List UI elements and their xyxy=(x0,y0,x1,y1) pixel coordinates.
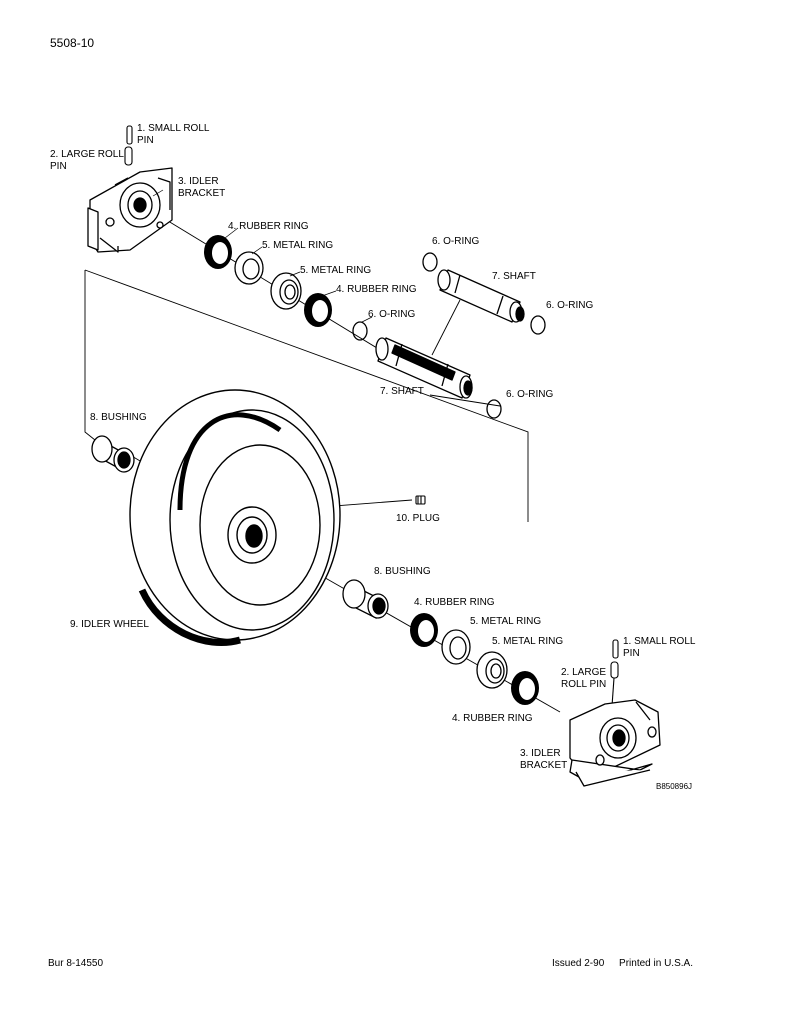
label-metal-ring-4: 5. METAL RING xyxy=(492,636,563,647)
label-idler-bracket-top: 3. IDLER BRACKET xyxy=(178,176,225,199)
large-roll-pin-top xyxy=(124,146,133,166)
label-o-ring-main: 6. O-RING xyxy=(506,389,553,400)
shaft-main xyxy=(375,337,473,399)
figure-reference: B850896J xyxy=(656,782,692,791)
label-metal-ring-1: 5. METAL RING xyxy=(262,240,333,251)
o-ring-top xyxy=(422,252,438,272)
label-large-roll-pin-top: 2. LARGE ROLL PIN xyxy=(50,149,126,172)
o-ring-1 xyxy=(352,321,368,341)
printed-in: Printed in U.S.A. xyxy=(619,958,693,969)
metal-ring-3 xyxy=(441,629,471,665)
label-idler-bracket-bottom: 3. IDLER BRACKET xyxy=(520,748,567,771)
label-rubber-ring-4: 4. RUBBER RING xyxy=(452,713,533,724)
metal-ring-4 xyxy=(476,651,508,689)
idler-wheel xyxy=(129,389,341,647)
rubber-ring-3 xyxy=(410,613,438,647)
label-rubber-ring-1: 4. RUBBER RING xyxy=(228,221,309,232)
small-roll-pin-bottom xyxy=(612,639,619,659)
label-idler-wheel: 9. IDLER WHEEL xyxy=(70,619,149,630)
bur-number: Bur 8-14550 xyxy=(48,958,104,969)
issue-info: Issued 2-90 Printed in U.S.A. xyxy=(552,958,705,969)
leader-lines xyxy=(152,189,373,323)
label-large-roll-pin-bottom: 2. LARGE ROLL PIN xyxy=(561,667,609,690)
idler-bracket-bottom xyxy=(569,699,661,787)
label-plug: 10. PLUG xyxy=(396,513,440,524)
label-o-ring-1: 6. O-RING xyxy=(368,309,415,320)
small-roll-pin-top xyxy=(126,125,133,145)
label-rubber-ring-2: 4. RUBBER RING xyxy=(336,284,417,295)
idler-bracket-top xyxy=(87,167,173,253)
label-metal-ring-3: 5. METAL RING xyxy=(470,616,541,627)
rubber-ring-1 xyxy=(204,235,232,269)
label-bushing-left: 8. BUSHING xyxy=(90,412,147,423)
issued-date: Issued 2-90 xyxy=(552,958,605,969)
label-metal-ring-2: 5. METAL RING xyxy=(300,265,371,276)
plug xyxy=(415,495,426,505)
label-o-ring-top: 6. O-RING xyxy=(432,236,479,247)
bushing-right xyxy=(342,579,389,620)
rubber-ring-4 xyxy=(511,671,539,705)
label-o-ring-right: 6. O-RING xyxy=(546,300,593,311)
document-number: 5508-10 xyxy=(50,36,95,50)
metal-ring-1 xyxy=(234,251,264,285)
label-small-roll-pin-top: 1. SMALL ROLL PIN xyxy=(137,123,212,146)
rubber-ring-2 xyxy=(304,293,332,327)
o-ring-main xyxy=(486,399,502,419)
label-shaft-top: 7. SHAFT xyxy=(492,271,536,282)
o-ring-right xyxy=(530,315,546,335)
label-shaft-main: 7. SHAFT xyxy=(380,386,424,397)
label-small-roll-pin-bottom: 1. SMALL ROLL PIN xyxy=(623,636,698,659)
label-rubber-ring-3: 4. RUBBER RING xyxy=(414,597,495,608)
shaft-top xyxy=(437,269,525,323)
bushing-left xyxy=(91,435,135,473)
label-bushing-right: 8. BUSHING xyxy=(374,566,431,577)
metal-ring-2 xyxy=(270,272,302,310)
